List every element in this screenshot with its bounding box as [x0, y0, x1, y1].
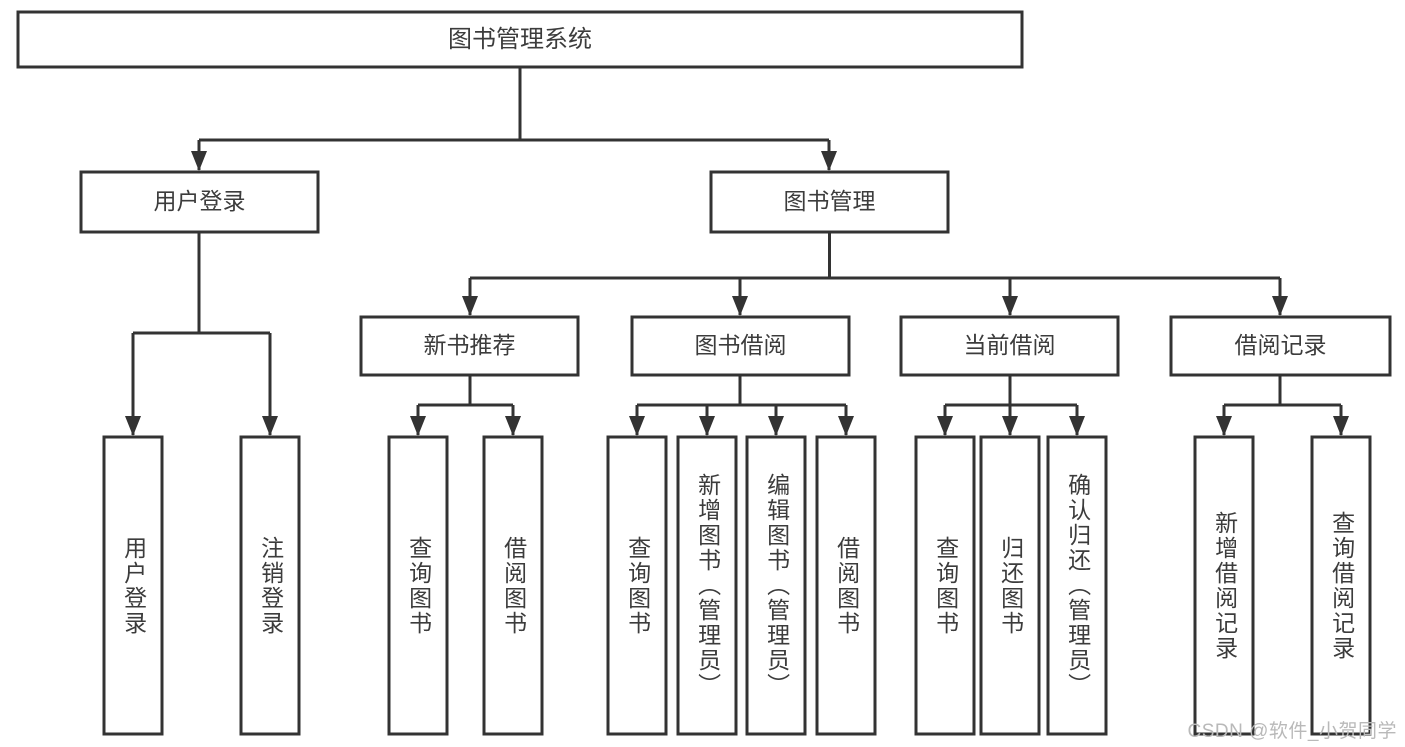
- node-label-level2-0: 用户登录: [154, 188, 246, 214]
- arrow-head-icon: [262, 416, 278, 436]
- node-label-level3-0: 新书推荐: [424, 332, 516, 358]
- node-box-leaf-1[interactable]: [239, 435, 301, 736]
- node-box-leaf-4[interactable]: [606, 435, 668, 736]
- node-label-level2-1: 图书管理: [784, 188, 876, 214]
- node-box-level3-0[interactable]: [359, 315, 580, 377]
- node-label-root: 图书管理系统: [448, 26, 592, 53]
- arrow-head-icon: [1216, 416, 1232, 436]
- node-label-level3-1: 图书借阅: [695, 332, 787, 358]
- arrow-head-icon: [699, 416, 715, 436]
- arrow-head-icon: [1002, 416, 1018, 436]
- arrow-head-icon: [191, 151, 207, 171]
- arrow-head-icon: [937, 416, 953, 436]
- arrow-head-icon: [732, 296, 748, 316]
- node-box-level3-2[interactable]: [899, 315, 1120, 377]
- node-box-leaf-12[interactable]: [1310, 435, 1372, 736]
- node-box-level2-0[interactable]: [79, 170, 320, 234]
- node-box-leaf-0[interactable]: [102, 435, 164, 736]
- arrow-head-icon: [1002, 296, 1018, 316]
- arrow-head-icon: [1272, 296, 1288, 316]
- node-box-leaf-9[interactable]: [979, 435, 1041, 736]
- node-box-leaf-10[interactable]: [1046, 435, 1108, 736]
- arrow-head-icon: [462, 296, 478, 316]
- node-box-level2-1[interactable]: [709, 170, 950, 234]
- node-box-level3-3[interactable]: [1169, 315, 1392, 377]
- arrow-head-icon: [838, 416, 854, 436]
- node-box-leaf-7[interactable]: [815, 435, 877, 736]
- node-label-level3-2: 当前借阅: [964, 332, 1056, 358]
- arrow-head-icon: [410, 416, 426, 436]
- node-box-leaf-8[interactable]: [914, 435, 976, 736]
- arrow-head-icon: [1069, 416, 1085, 436]
- node-box-leaf-2[interactable]: [387, 435, 449, 736]
- node-label-level3-3: 借阅记录: [1235, 332, 1327, 358]
- node-box-leaf-3[interactable]: [482, 435, 544, 736]
- node-box-leaf-5[interactable]: [676, 435, 738, 736]
- arrow-head-icon: [505, 416, 521, 436]
- arrow-head-icon: [768, 416, 784, 436]
- arrow-head-icon: [125, 416, 141, 436]
- arrow-head-icon: [1333, 416, 1349, 436]
- arrow-head-icon: [629, 416, 645, 436]
- node-box-leaf-11[interactable]: [1193, 435, 1255, 736]
- node-box-leaf-6[interactable]: [745, 435, 807, 736]
- node-box-level3-1[interactable]: [630, 315, 851, 377]
- arrow-head-icon: [821, 151, 837, 171]
- node-box-root[interactable]: [16, 10, 1024, 69]
- watermark-text: CSDN @软件_小贺同学: [1187, 721, 1397, 742]
